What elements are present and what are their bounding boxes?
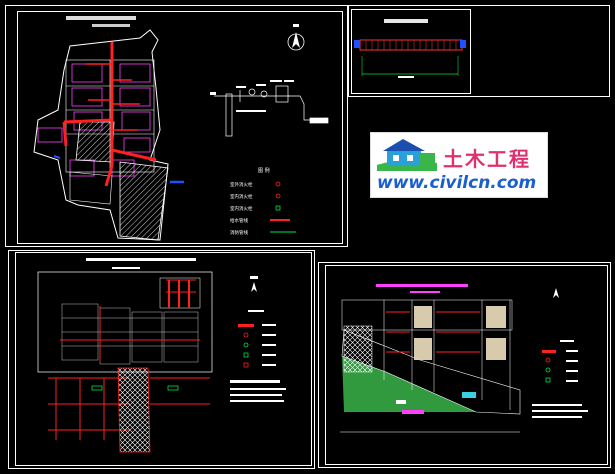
north-arrow-icon-bottom-right <box>553 288 559 298</box>
logo-chinese-text: 土木工程 <box>443 147 531 171</box>
site-plan-bottom-left <box>37 258 286 453</box>
legend-label-1: 室外消火栓 <box>230 181 253 188</box>
north-arrow-icon-bottom-left <box>250 276 258 292</box>
pump-room-schematic <box>214 85 329 137</box>
drawing-frame-bottom-left <box>15 252 312 466</box>
drawing-sheet-top-right <box>348 5 610 97</box>
drawing-sheet-bottom-right <box>318 262 611 468</box>
drawing-sheet-bottom-left <box>8 250 315 469</box>
drawing-frame-top-left <box>17 11 343 244</box>
legend-label-3: 室内消火栓 <box>230 205 253 212</box>
legend-label-4: 给水管线 <box>230 217 248 224</box>
drawing-frame-top-right <box>351 9 471 94</box>
civilcn-logo[interactable]: 土木工程 www.civilcn.com <box>370 132 548 198</box>
site-plan-top-left: 图 例 室外消火栓 室内消火栓 室内消火栓 给水管线 消防管线 <box>33 16 329 241</box>
drawing-sheet-top-left <box>5 5 348 247</box>
legend-heading: 图 例 <box>258 167 270 174</box>
house-logo-icon <box>377 139 437 171</box>
legend-top-left: 图 例 室外消火栓 室内消火栓 室内消火栓 给水管线 消防管线 <box>230 167 296 236</box>
drawing-frame-bottom-right <box>325 265 608 465</box>
site-plan-bottom-right <box>340 284 588 433</box>
legend-label-2: 室内消火栓 <box>230 193 253 200</box>
north-arrow-icon <box>287 24 305 51</box>
legend-label-5: 消防管线 <box>230 229 248 236</box>
pipe-profile-top-right <box>354 19 466 78</box>
logo-url-text[interactable]: www.civilcn.com <box>377 173 537 193</box>
